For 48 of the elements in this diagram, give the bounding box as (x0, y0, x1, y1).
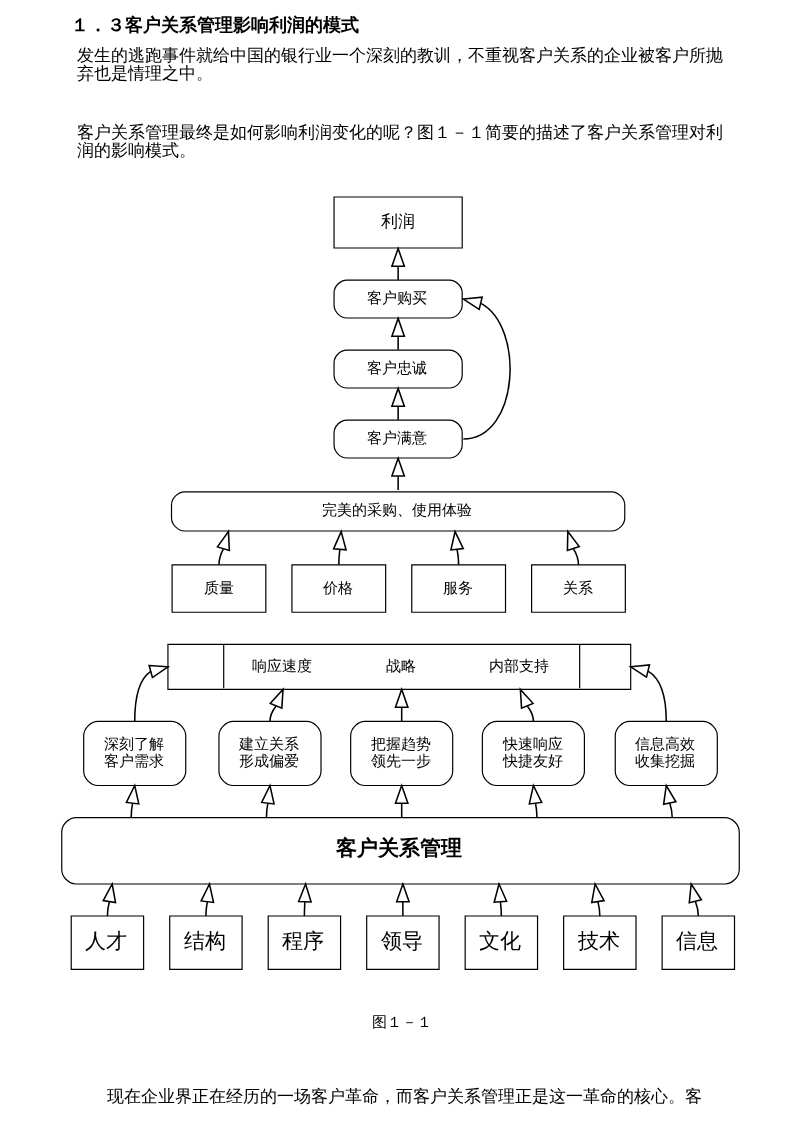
arrow (395, 881, 410, 917)
arrow (133, 664, 170, 723)
node-box: 信息高效收集挖掘 (614, 720, 718, 787)
node-box: 技术 (562, 915, 637, 970)
arrow (460, 296, 511, 440)
arrow (566, 529, 581, 566)
node-box: 服务 (410, 564, 506, 613)
node-box: 关系 (530, 564, 626, 613)
label: 发生的逃跑事件就给中国的银行业一个深刻的教训，不重视客户关系的企业被客户所抛弃也是情理之中。 (76, 45, 723, 83)
node-box: 完美的采购、使用体验 (170, 491, 625, 532)
arrow (331, 529, 347, 566)
node-box: 质量 (171, 564, 266, 613)
arrow (687, 881, 703, 917)
node-box: 价格 (290, 564, 386, 613)
arrow (390, 246, 405, 281)
node-box: 信息 (661, 915, 735, 970)
label: 客户关系管理最终是如何影响利润变化的呢？图１－１简要的描述了客户关系管理对利润的影响模式。 (76, 122, 723, 160)
node-box: 快速响应快捷友好 (481, 720, 585, 787)
arrow (101, 881, 116, 917)
arrow (390, 386, 405, 421)
arrow (662, 783, 677, 819)
arrow (627, 664, 667, 723)
node-box: 客户满意 (332, 419, 463, 459)
arrow (124, 783, 140, 819)
arrow (390, 316, 405, 351)
node-box: 客户关系管理 (60, 816, 740, 885)
node-box: 文化 (464, 915, 538, 970)
node-box: 客户购买 (332, 279, 463, 319)
node-box: 利润 (332, 196, 463, 249)
arrow (268, 687, 284, 723)
caption: 图１－１ (371, 1012, 432, 1031)
node-box: 建立关系形成偏爱 (217, 720, 322, 787)
arrow (492, 881, 508, 917)
arrow (590, 881, 605, 917)
arrow (390, 455, 405, 491)
node-box: 深刻了解客户需求 (82, 720, 186, 787)
arrow (527, 783, 543, 819)
node-box: 客户忠诚 (332, 349, 463, 389)
node-box: 结构 (168, 915, 243, 970)
label: 现在企业界正在经历的一场客户革命，而客户关系管理正是这一革命的核心。客 (106, 1086, 702, 1106)
node-box: 人才 (70, 915, 144, 970)
arrow (215, 529, 230, 566)
node-box: 领导 (365, 915, 440, 970)
node-box: 把握趋势领先一步 (349, 720, 453, 787)
diagram-title: １．３客户关系管理影响利润的模式 (70, 13, 359, 35)
node-box: 程序 (267, 915, 341, 970)
arrow (518, 687, 534, 723)
arrow (199, 881, 215, 917)
